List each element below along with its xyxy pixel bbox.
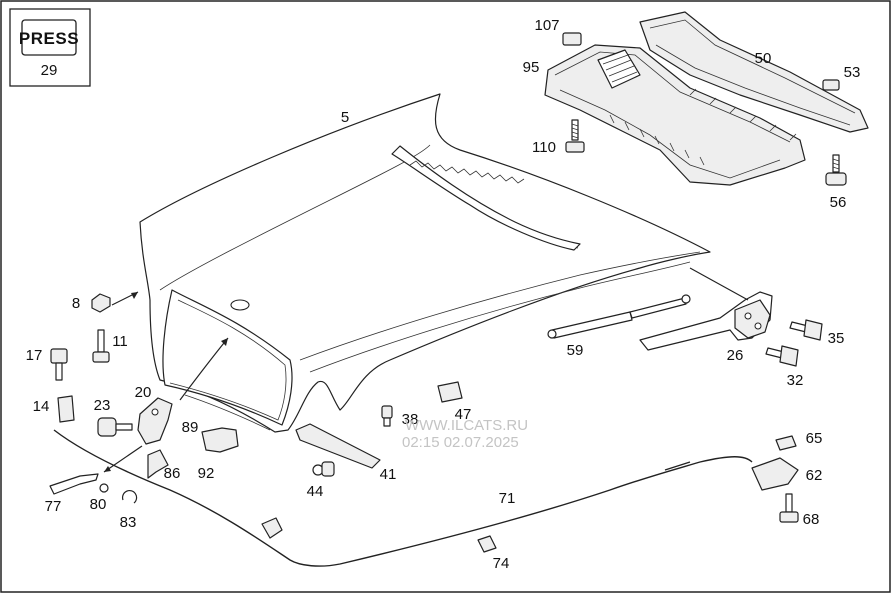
bolt-17[interactable] xyxy=(50,348,68,381)
callout-8: 8 xyxy=(72,295,80,312)
clip-71-holder[interactable] xyxy=(261,517,283,539)
hinge-leader xyxy=(689,267,749,301)
callout-77: 77 xyxy=(45,498,62,515)
clip-107[interactable] xyxy=(562,32,582,46)
clip-74[interactable] xyxy=(477,535,497,553)
bolt-23[interactable] xyxy=(97,417,133,437)
seal-part[interactable] xyxy=(639,11,869,133)
radiator-frame-part[interactable] xyxy=(544,44,806,186)
bolt-32[interactable] xyxy=(765,345,799,367)
bracket-86[interactable] xyxy=(147,449,169,479)
callout-23: 23 xyxy=(94,397,111,414)
clip-8[interactable] xyxy=(91,293,111,313)
release-cable[interactable] xyxy=(53,429,753,567)
clip-80[interactable] xyxy=(99,483,109,493)
ring-83[interactable] xyxy=(121,489,138,504)
callout-26: 26 xyxy=(727,347,744,364)
callout-44: 44 xyxy=(307,483,324,500)
hood-part[interactable] xyxy=(139,93,711,433)
clip-65[interactable] xyxy=(775,435,797,451)
callout-17: 17 xyxy=(26,347,43,364)
callout-41: 41 xyxy=(380,466,397,483)
bracket-89-92[interactable] xyxy=(201,427,239,453)
callout-74: 74 xyxy=(493,555,510,572)
callout-65: 65 xyxy=(806,430,823,447)
hinge-part[interactable] xyxy=(639,291,773,351)
callout-80: 80 xyxy=(90,496,107,513)
screw-11[interactable] xyxy=(92,329,110,363)
cable-arrow xyxy=(103,445,143,473)
screw-56[interactable] xyxy=(825,154,847,186)
watermark-site: WWW.ILCATS.RU xyxy=(405,417,528,434)
callout-92: 92 xyxy=(198,465,215,482)
handle-62[interactable] xyxy=(751,457,799,491)
guide-41[interactable] xyxy=(295,423,381,469)
press-box[interactable]: PRESS 29 xyxy=(9,8,91,87)
screw-68[interactable] xyxy=(779,493,799,523)
callout-35: 35 xyxy=(828,330,845,347)
callout-83: 83 xyxy=(120,514,137,531)
callout-89: 89 xyxy=(182,419,199,436)
callout-53: 53 xyxy=(844,64,861,81)
callout-68: 68 xyxy=(803,511,820,528)
callout-50: 50 xyxy=(755,50,772,67)
switch-47[interactable] xyxy=(437,381,463,403)
callout-5: 5 xyxy=(341,109,349,126)
lock-20[interactable] xyxy=(137,397,173,445)
callout-38: 38 xyxy=(402,411,419,428)
callout-110: 110 xyxy=(532,139,556,156)
bumper-44[interactable] xyxy=(312,461,335,477)
clip-53[interactable] xyxy=(822,79,840,91)
press-title: PRESS xyxy=(19,29,79,48)
latch-14[interactable] xyxy=(57,395,75,423)
bolt-35[interactable] xyxy=(789,319,823,341)
callout-107: 107 xyxy=(534,17,559,34)
watermark-timestamp: 02:15 02.07.2025 xyxy=(402,434,519,451)
callout-32: 32 xyxy=(787,372,804,389)
callout-86: 86 xyxy=(164,465,181,482)
callout-95: 95 xyxy=(523,59,540,76)
cable-end-77[interactable] xyxy=(49,473,99,495)
press-number: 29 xyxy=(41,62,58,79)
buffer-38[interactable] xyxy=(381,405,393,427)
callout-56: 56 xyxy=(830,194,847,211)
callout-59: 59 xyxy=(567,342,584,359)
screw-110[interactable] xyxy=(565,119,585,153)
callout-47: 47 xyxy=(455,406,472,423)
callout-71: 71 xyxy=(499,490,516,507)
callout-20: 20 xyxy=(135,384,152,401)
lock-arrow xyxy=(179,337,229,401)
callout-11: 11 xyxy=(112,333,128,350)
cable-sleeve xyxy=(664,461,691,471)
callout-14: 14 xyxy=(33,398,50,415)
callout-62: 62 xyxy=(806,467,823,484)
gas-strut-part[interactable] xyxy=(547,294,691,339)
